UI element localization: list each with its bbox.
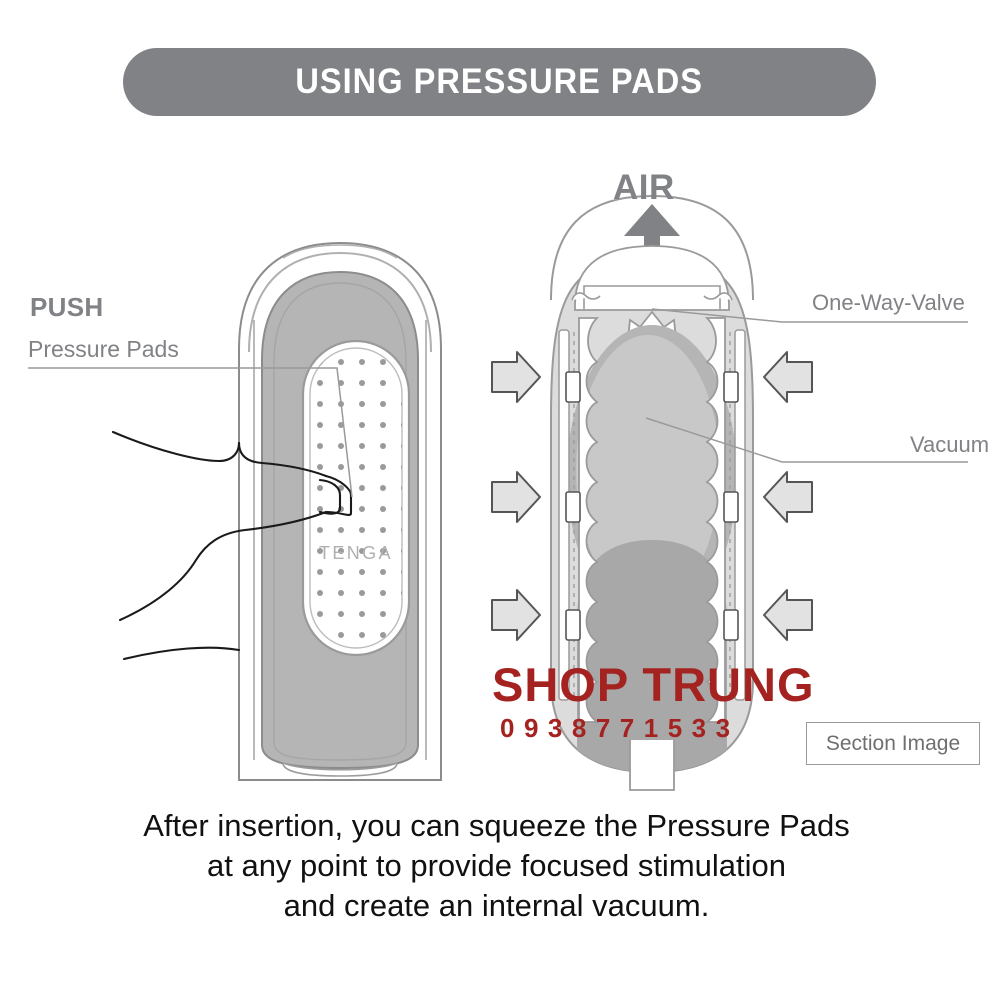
pressure-arrow-left-3 [491, 589, 541, 641]
one-way-valve-label: One-Way-Valve [812, 290, 965, 315]
page-title-banner: USING PRESSURE PADS [123, 48, 876, 116]
caption-block: After insertion, you can squeeze the Pre… [0, 806, 993, 926]
right-device-cross-section [550, 194, 754, 791]
pressure-arrow-left-2 [491, 471, 541, 523]
tenga-logo: TENGA [319, 543, 393, 563]
pressure-pad-area [301, 339, 411, 657]
watermark-shop-name: SHOP TRUNG [492, 658, 815, 711]
hand-illustration [111, 430, 353, 661]
left-leader-lines [28, 367, 353, 498]
air-label: AIR [613, 168, 675, 207]
left-device-exterior: TENGA [111, 241, 442, 781]
caption-line-2: at any point to provide focused stimulat… [206, 848, 786, 883]
pressure-pads-label: Pressure Pads [28, 336, 179, 362]
vacuum-label: Vacuum [910, 432, 990, 457]
pressure-arrows-right [763, 351, 813, 641]
right-leader-lines [645, 308, 968, 463]
watermark-phone: 0938771533 [500, 713, 740, 743]
push-label: PUSH [30, 292, 104, 322]
page-title: USING PRESSURE PADS [295, 62, 704, 101]
pressure-arrows-left [491, 351, 541, 641]
pressure-arrow-right-1 [763, 351, 813, 403]
left-scallops [578, 317, 600, 723]
caption-line-1: After insertion, you can squeeze the Pre… [143, 808, 850, 843]
right-scallops [704, 317, 726, 723]
section-image-label: Section Image [825, 731, 961, 755]
pressure-arrow-left-1 [491, 351, 541, 403]
pressure-arrow-right-2 [763, 471, 813, 523]
pressure-arrow-right-3 [763, 589, 813, 641]
caption-line-3: and create an internal vacuum. [283, 888, 710, 923]
section-image-badge: Section Image [806, 722, 980, 765]
